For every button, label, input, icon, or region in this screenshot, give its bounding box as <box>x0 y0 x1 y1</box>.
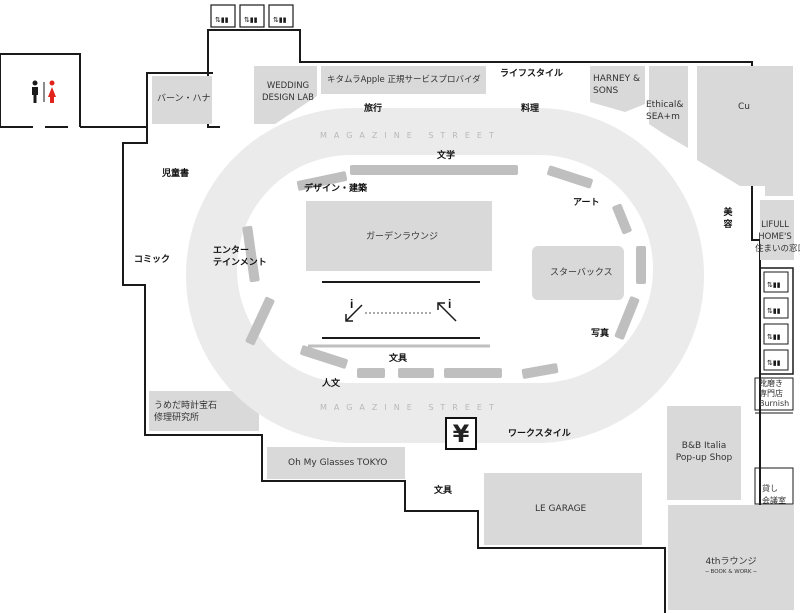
zone-beauty-line1: 美 <box>723 208 733 218</box>
zone-travel: 旅行 <box>364 104 383 114</box>
shop-lounge4[interactable]: 4thラウンジ ─ BOOK & WORK ─ <box>688 556 774 577</box>
shop-lifull-line2: HOME'S <box>758 232 792 242</box>
zone-beauty-line2: 容 <box>723 220 733 230</box>
harney-room[interactable] <box>590 66 645 112</box>
shop-barn-hana[interactable]: バーン・ハナ <box>157 94 211 104</box>
shop-lounge4-label: 4thラウンジ <box>705 557 757 567</box>
shop-burnish-line2: 専門店 <box>759 389 783 398</box>
legarage-room[interactable] <box>484 473 642 545</box>
shop-lifull[interactable]: LIFULL HOME'S 住まいの窓口 <box>755 219 800 255</box>
info-icon[interactable]: i <box>437 297 457 322</box>
elevator-icon <box>763 297 789 319</box>
shop-wedding[interactable]: WEDDING DESIGN LAB <box>255 80 321 104</box>
shop-ohmy[interactable]: Oh My Glasses TOKYO <box>288 458 388 468</box>
shop-rental[interactable]: 貸し 会議室 <box>762 483 786 507</box>
burnish-room[interactable] <box>754 377 794 411</box>
info-icon[interactable]: i <box>345 297 363 322</box>
lifull-room[interactable] <box>760 200 794 260</box>
elevator-icon: ⇅▮▮ <box>215 16 229 24</box>
shop-bb[interactable]: B&B Italia Pop-up Shop <box>668 440 740 464</box>
ethical-room[interactable] <box>649 66 688 148</box>
elevator-icon: ⇅▮▮ <box>273 16 287 24</box>
shop-umeda-line1: うめだ時計宝石 <box>154 401 218 411</box>
inner-shelves <box>242 165 646 379</box>
ohmy-room[interactable] <box>267 447 405 479</box>
lounge4-room[interactable] <box>668 505 794 610</box>
shop-umeda-line2: 修理研究所 <box>154 413 200 423</box>
cu-room[interactable] <box>697 66 793 196</box>
shop-burnish-line1: 靴磨き <box>759 379 783 388</box>
shop-cu[interactable]: Cu <box>738 102 750 112</box>
elevator-icon: ⇅▮▮ <box>767 333 781 341</box>
shop-burnish[interactable]: 靴磨き 専門店 Burnish <box>759 379 789 409</box>
starbucks-room[interactable] <box>532 246 624 300</box>
shop-rental-line2: 会議室 <box>762 496 786 505</box>
shop-wedding-label: WEDDING DESIGN LAB <box>261 81 315 103</box>
street-label-bottom: MAGAZINE STREET <box>320 403 501 412</box>
elevator-bank-right <box>759 267 794 375</box>
shop-ethical-label: Ethical& SEA+m <box>646 100 684 122</box>
zone-entertainment-line2: テインメント <box>213 258 267 268</box>
svg-text:i: i <box>350 297 353 311</box>
zone-comic: コミック <box>134 255 171 265</box>
elevator-icon: ⇅▮▮ <box>244 16 258 24</box>
zone-entertainment-line1: エンター <box>213 246 250 256</box>
zone-children: 児童書 <box>162 169 190 179</box>
garden-lounge-room[interactable] <box>306 201 492 271</box>
kitamura-room[interactable] <box>321 66 486 94</box>
elevator-icon <box>763 349 789 371</box>
shop-harney[interactable]: HARNEY & SONS <box>593 73 647 97</box>
rental-room[interactable] <box>754 467 794 505</box>
shop-starbucks[interactable]: スターバックス <box>550 268 613 278</box>
zone-beauty: 美 容 <box>722 207 734 231</box>
zone-design: デザイン・建築 <box>304 184 368 194</box>
shop-bb-line1: B&B Italia <box>681 441 727 451</box>
bb-room[interactable] <box>667 406 741 500</box>
elevator-icon <box>763 271 789 293</box>
zone-stationery-lower: 文具 <box>434 486 453 496</box>
shop-rental-line1: 貸し <box>762 484 778 493</box>
shop-lifull-line3: 住まいの窓口 <box>755 244 800 254</box>
yen-icon[interactable]: ¥ <box>445 417 477 450</box>
zone-art: アート <box>573 198 600 208</box>
street-label-top: MAGAZINE STREET <box>320 131 501 140</box>
zone-work-style: ワークスタイル <box>508 429 571 439</box>
shop-burnish-line3: Burnish <box>759 399 790 408</box>
elevator-icon <box>763 323 789 345</box>
wedding-room[interactable] <box>254 66 317 124</box>
shop-lounge4-sub: ─ BOOK & WORK ─ <box>705 569 757 575</box>
shop-umeda[interactable]: うめだ時計宝石 修理研究所 <box>154 400 217 424</box>
svg-text:i: i <box>448 297 451 311</box>
zone-stationery-inner: 文具 <box>389 354 408 364</box>
zone-entertainment: エンター テインメント <box>213 245 267 269</box>
elevator-icon: ⇅▮▮ <box>767 307 781 315</box>
zone-lifestyle: ライフスタイル <box>500 69 564 79</box>
shop-bb-line2: Pop-up Shop <box>675 453 733 463</box>
shop-legarage[interactable]: LE GARAGE <box>535 504 587 514</box>
zone-photo: 写真 <box>591 329 610 339</box>
elevator-icon: ⇅▮▮ <box>767 281 781 289</box>
shop-harney-label: HARNEY & SONS <box>593 74 640 96</box>
elevator-icon <box>210 4 294 28</box>
zone-literature: 文学 <box>437 151 456 161</box>
zone-cooking: 料理 <box>521 104 540 114</box>
shop-ethical[interactable]: Ethical& SEA+m <box>646 99 690 123</box>
shop-lifull-line1: LIFULL <box>761 220 789 230</box>
barn-hana-room[interactable] <box>152 76 212 124</box>
shop-garden-lounge[interactable]: ガーデンラウンジ <box>366 232 439 242</box>
zone-humanities: 人文 <box>322 379 341 389</box>
outer-wall <box>0 29 761 613</box>
shop-kitamura[interactable]: キタムラApple 正規サービスプロバイダ <box>327 75 481 85</box>
restroom-icon[interactable] <box>28 80 60 108</box>
elevator-icon: ⇅▮▮ <box>767 359 781 367</box>
